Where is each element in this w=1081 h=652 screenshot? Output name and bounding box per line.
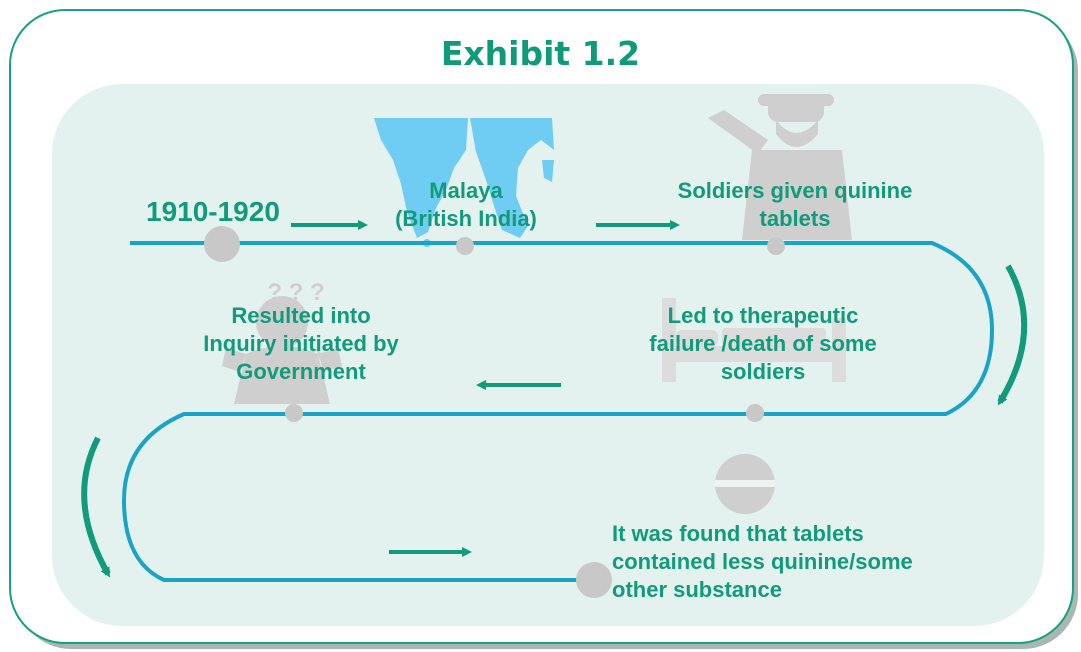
node-year — [204, 226, 240, 262]
inquiry-line2: Inquiry initiated by — [203, 331, 399, 357]
year-text: 1910-1920 — [146, 196, 280, 227]
soldiers-line2: tablets — [759, 206, 831, 232]
label-year: 1910-1920 — [146, 194, 280, 230]
failure-line1: Led to therapeutic — [667, 303, 859, 328]
finding-line3: other substance — [612, 577, 782, 603]
node-failure — [746, 404, 764, 422]
node-soldiers — [767, 237, 785, 255]
label-failure: Led to therapeutic failure /death of som… — [618, 302, 908, 386]
label-soldiers: Soldiers given quinine tablets — [660, 177, 930, 233]
soldiers-line1: Soldiers given quinine — [677, 178, 913, 203]
inquiry-line1: Resulted into — [231, 303, 371, 328]
curved-arrow-right — [997, 264, 1028, 406]
malaya-line1: Malaya — [429, 178, 503, 203]
finding-line2: contained less quinine/some — [612, 549, 913, 575]
question-marks-lower: ? ? ? — [279, 346, 322, 366]
exhibit-title: Exhibit 1.2 — [440, 34, 641, 73]
label-inquiry: Resulted into Inquiry initiated by Gover… — [186, 302, 416, 386]
finding-line1: It was found that tablets — [612, 521, 864, 546]
question-marks: ? ? ? — [267, 279, 324, 306]
hospital-bed-icon — [662, 298, 846, 382]
confused-person-icon: ? ? ? ? ? ? — [222, 279, 342, 404]
curved-arrow-left — [81, 436, 111, 578]
node-inquiry — [285, 404, 303, 422]
failure-line2: failure /death of some — [649, 331, 877, 357]
timeline-track — [122, 241, 994, 582]
label-malaya: Malaya (British India) — [376, 177, 556, 233]
tablet-icon — [715, 454, 775, 514]
saluting-soldier-icon — [708, 94, 852, 240]
malaya-line2: (British India) — [395, 206, 537, 232]
node-finding — [576, 562, 612, 598]
failure-line3: soldiers — [720, 359, 806, 385]
node-malaya — [456, 237, 474, 255]
inquiry-line3: Government — [236, 359, 366, 385]
label-finding: It was found that tablets contained less… — [612, 520, 972, 604]
